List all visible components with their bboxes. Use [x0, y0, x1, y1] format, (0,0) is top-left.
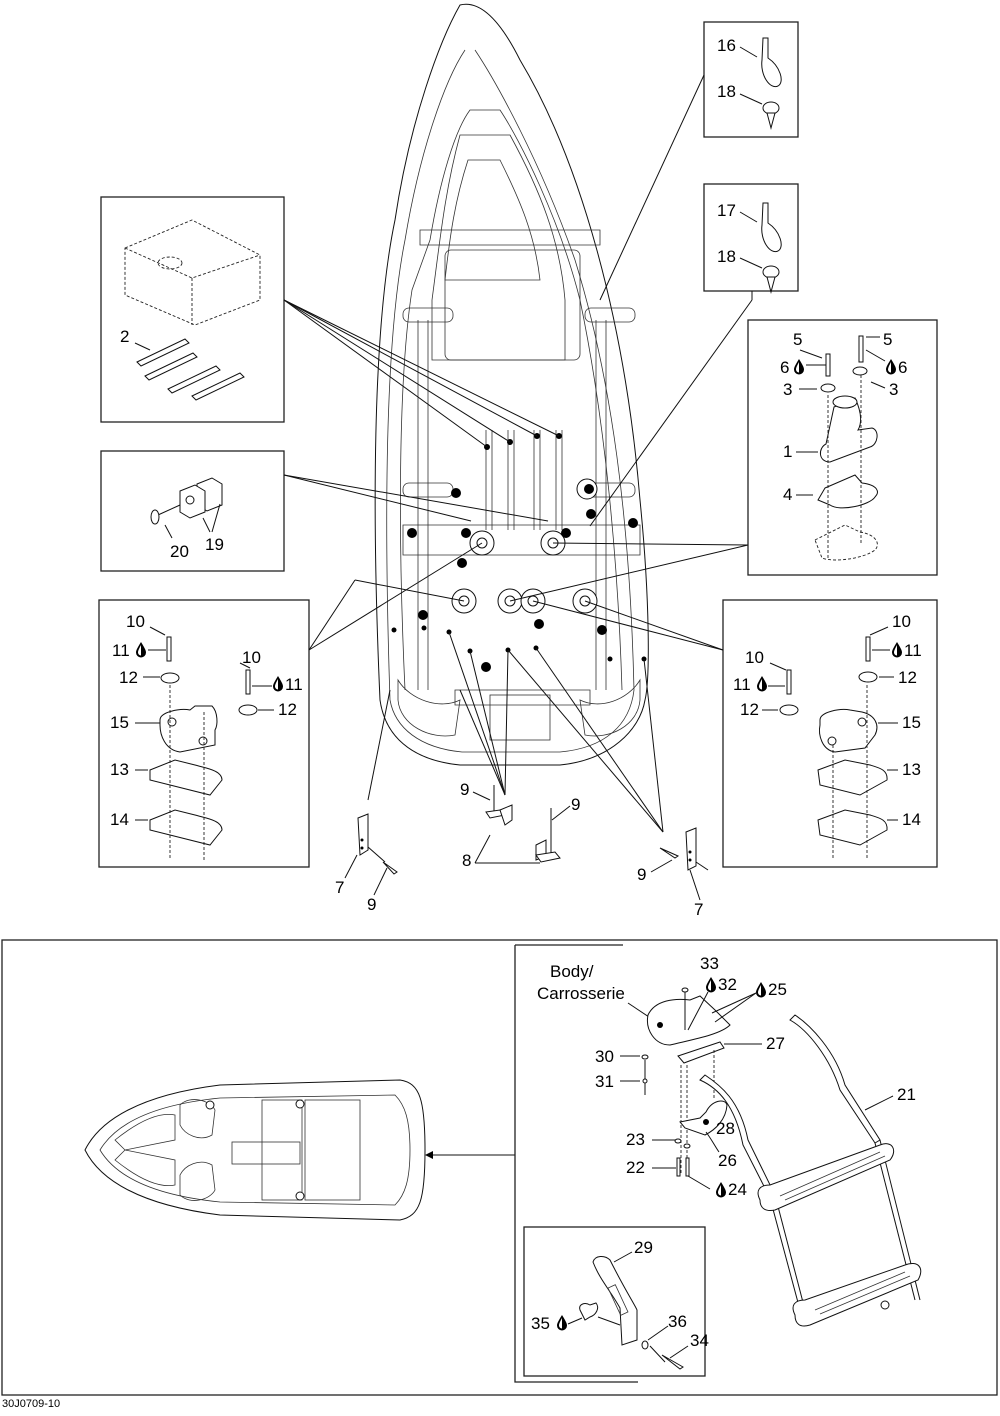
callout-box-mount-1: 5 5 6 6 3 3 1 4 [509, 319, 938, 602]
callout-27: 27 [766, 1034, 785, 1053]
callout-17: 17 [717, 201, 736, 220]
callout-25: 25 [768, 980, 787, 999]
callout-9-d: 9 [637, 865, 646, 884]
ladder-detail-frame [514, 944, 638, 1383]
callout-29: 29 [634, 1238, 653, 1257]
callout-12-b: 12 [278, 700, 297, 719]
callout-12-c: 12 [898, 668, 917, 687]
callout-13-b: 13 [902, 760, 921, 779]
callout-21: 21 [897, 1085, 916, 1104]
ladder-assembly: Body/ Carrosserie 33 32 25 27 30 31 28 2… [537, 954, 922, 1327]
hull-mount-points [451, 478, 598, 614]
callout-16: 16 [717, 36, 736, 55]
callout-box-pads-2: 2 [100, 196, 560, 448]
callout-19: 19 [205, 535, 224, 554]
callout-32: 32 [718, 975, 737, 994]
hull-fastener-dots [391, 433, 647, 672]
callout-36: 36 [668, 1312, 687, 1331]
callout-box-block-19: 19 20 [100, 450, 549, 572]
callout-5-a: 5 [793, 330, 802, 349]
callout-18-b: 18 [717, 247, 736, 266]
body-label-line1: Body/ [550, 962, 594, 981]
callout-box-handle-29: 29 35 36 34 [523, 1226, 709, 1377]
callout-7-a: 7 [335, 878, 344, 897]
callout-box-cable-tie-17: 17 18 [589, 183, 799, 527]
callout-14-a: 14 [110, 810, 129, 829]
callout-31: 31 [595, 1072, 614, 1091]
callout-box-mount-15-left: 10 11 12 10 11 12 15 13 14 [98, 542, 483, 868]
callout-13-a: 13 [110, 760, 129, 779]
callout-12-a: 12 [119, 668, 138, 687]
drop-icon [716, 1182, 726, 1198]
drop-icon [273, 676, 283, 692]
callout-box-cable-tie-16: 16 18 [599, 21, 799, 301]
callout-7-b: 7 [694, 900, 703, 919]
callout-14-b: 14 [902, 810, 921, 829]
callout-18-a: 18 [717, 82, 736, 101]
callout-9-a: 9 [367, 895, 376, 914]
callout-15-a: 15 [110, 713, 129, 732]
callout-30: 30 [595, 1047, 614, 1066]
callout-3-a: 3 [783, 380, 792, 399]
callout-22: 22 [626, 1158, 645, 1177]
callout-9-b: 9 [460, 780, 469, 799]
callout-34: 34 [690, 1331, 709, 1350]
callout-12-d: 12 [740, 700, 759, 719]
callout-3-b: 3 [889, 380, 898, 399]
callout-15-b: 15 [902, 713, 921, 732]
callout-28: 28 [716, 1119, 735, 1138]
callout-8: 8 [462, 851, 471, 870]
body-label-line2: Carrosserie [537, 984, 625, 1003]
callout-1: 1 [783, 442, 792, 461]
drop-icon [557, 1315, 567, 1331]
drawing-number: 30J0709-10 [2, 1398, 61, 1410]
drop-icon [136, 642, 146, 658]
boat-top-view-small [84, 1079, 515, 1221]
callout-11-a: 11 [112, 641, 130, 660]
callout-6-a: 6 [780, 358, 789, 377]
callout-35: 35 [531, 1314, 550, 1333]
drop-icon [794, 359, 804, 375]
callout-2: 2 [120, 327, 129, 346]
callout-20: 20 [170, 542, 189, 561]
drop-icon [757, 676, 767, 692]
callout-10-a: 10 [126, 612, 145, 631]
callout-4: 4 [783, 485, 792, 504]
callout-26: 26 [718, 1151, 737, 1170]
callout-10-c: 10 [892, 612, 911, 631]
callout-6-b: 6 [898, 358, 907, 377]
callout-5-b: 5 [883, 330, 892, 349]
ladder-section-frame [1, 939, 998, 1396]
callout-box-mount-15-right: 10 11 12 10 11 12 15 13 14 [532, 599, 938, 868]
boat-hull-top-view [374, 3, 649, 766]
callout-10-d: 10 [745, 648, 764, 667]
drop-icon [886, 359, 896, 375]
drop-icon [706, 977, 716, 993]
callout-11-b: 11 [285, 675, 303, 694]
callout-11-d: 11 [733, 675, 751, 694]
callout-10-b: 10 [242, 648, 261, 667]
callout-11-c: 11 [904, 641, 922, 660]
callout-23: 23 [626, 1130, 645, 1149]
drop-icon [756, 982, 766, 998]
callout-9-c: 9 [571, 795, 580, 814]
callout-33: 33 [700, 954, 719, 973]
drop-icon [892, 642, 902, 658]
callout-24: 24 [728, 1180, 747, 1199]
bracket-group-7-8-9: 7 9 9 9 8 9 7 [335, 631, 709, 919]
